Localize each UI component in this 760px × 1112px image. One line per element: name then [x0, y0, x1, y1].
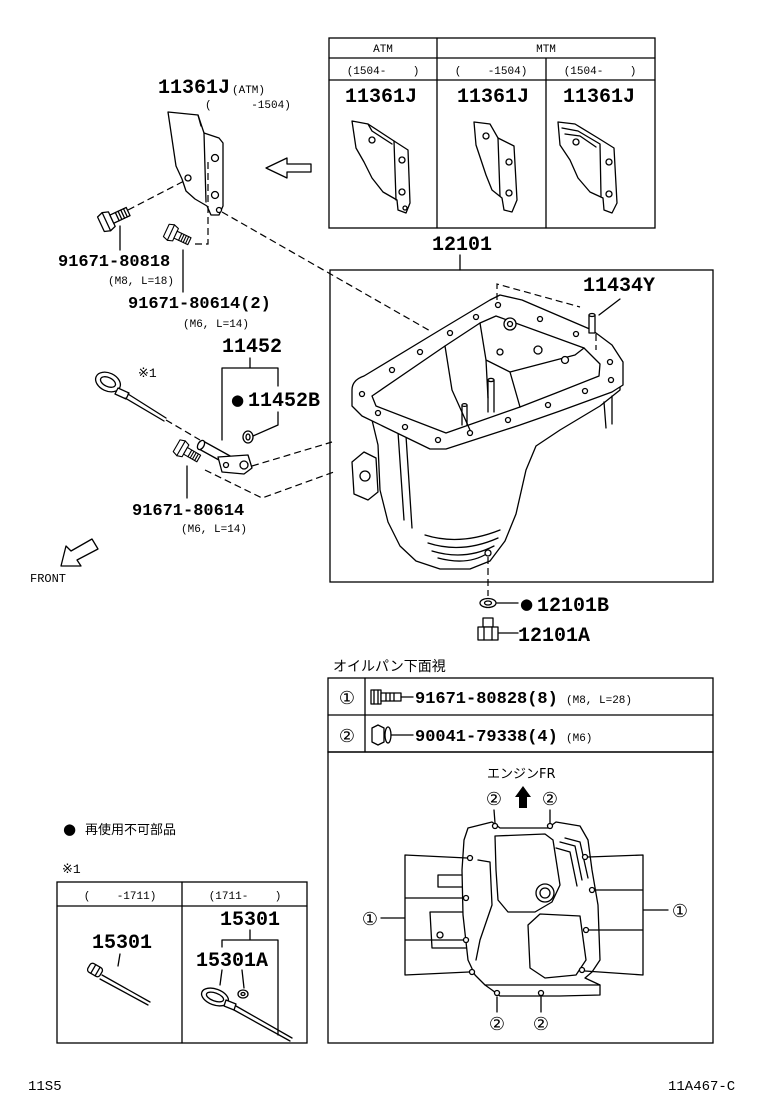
dipstick-guide-label: 11452	[222, 336, 282, 359]
drain-gasket-drawing	[479, 597, 497, 609]
guide-bolt-drawing	[172, 439, 202, 463]
dipstick-table-ref: ※1	[62, 862, 81, 877]
mark-left: ①	[362, 909, 378, 930]
oil-pan-cover-drawing	[167, 111, 224, 216]
cover-bolt-m6-spec: (M6, L=14)	[183, 319, 249, 331]
dipstick-right-leaders	[219, 929, 279, 1036]
drain-plug-label: 12101A	[518, 625, 590, 648]
fastener-part-2: 90041-79338(4)	[415, 728, 558, 747]
cover-bolt-m8-drawing	[96, 206, 131, 233]
straight-pin-label: 11434Y	[583, 275, 655, 298]
footer-right-code: 11A467-C	[668, 1079, 735, 1095]
cover-part-label: 11361J	[158, 77, 230, 100]
guide-bolt-spec: (M6, L=14)	[181, 524, 247, 536]
dipstick-o-ring-label: 15301A	[196, 950, 268, 973]
dipstick-left-leader	[117, 953, 121, 967]
straight-pin-leader	[598, 298, 621, 316]
dipstick-drawing	[94, 371, 167, 422]
cover-to-pan-dash	[221, 211, 433, 333]
cover-bolt-m6-drawing	[162, 223, 192, 246]
variant-table: ATM MTM (1504- ) ( -1504) (1504- ) 11361…	[328, 37, 656, 229]
dipstick-left-drawing	[86, 962, 151, 1006]
bolt-icon	[370, 689, 414, 705]
dipstick-table: ( -1711) (1711- ) 15301 15301 15301A	[56, 881, 308, 1044]
fastener-table: ① ② 91671-80828(8) (M8, L=28) 90041-7933…	[327, 677, 714, 753]
dipstick-range-1: ( -1711)	[84, 891, 157, 903]
variant-header-mtm: MTM	[536, 44, 556, 56]
mark-right: ①	[672, 901, 688, 922]
dipstick-o-ring-drawing	[237, 989, 249, 999]
nut-icon	[371, 724, 414, 746]
dipstick-range-2: (1711- )	[209, 891, 282, 903]
mark-top-right: ②	[542, 789, 558, 810]
dipstick-right-drawing	[200, 987, 293, 1042]
variant-header-atm: ATM	[373, 44, 393, 56]
cover-bolt-m6-dash	[192, 162, 209, 245]
engine-front-label: エンジンFR	[487, 767, 556, 782]
dipstick-ref-mark: ※1	[138, 366, 157, 381]
dipstick-dash	[165, 419, 201, 441]
dipstick-left-label: 15301	[92, 932, 152, 955]
cover-bolt-m8-dash	[127, 179, 187, 211]
variant-range-1: (1504- )	[347, 66, 420, 78]
cover-bolt-m8-spec: (M8, L=18)	[108, 276, 174, 288]
cover-variant-label: (ATM)	[232, 85, 265, 97]
guide-bolt-label: 91671-80614	[132, 502, 244, 521]
variant-arrow-icon	[265, 157, 312, 179]
bottom-view-title: オイルパン下面視	[333, 659, 446, 675]
fastener-spec-2: (M6)	[566, 733, 592, 745]
oil-pan-drawing	[351, 294, 624, 570]
cover-range-label: ( -1504)	[205, 100, 291, 112]
variant-range-3: (1504- )	[564, 66, 637, 78]
variant-cover-drawing-2	[473, 121, 518, 213]
mark-top-left: ②	[486, 789, 502, 810]
oil-pan-bottom-drawing	[429, 821, 601, 997]
dipstick-guide-drawing	[196, 439, 253, 475]
fastener-mark-1: ①	[339, 688, 355, 709]
guide-to-pan-dash	[204, 441, 335, 499]
oil-pan-frame	[329, 269, 714, 583]
variant-cover-drawing-1	[351, 120, 411, 214]
guide-o-ring-drawing	[242, 430, 254, 444]
bottom-view-frame	[327, 751, 714, 1044]
footer-left-code: 11S5	[28, 1079, 62, 1095]
fastener-spec-1: (M8, L=28)	[566, 695, 632, 707]
variant-range-2: ( -1504)	[455, 66, 528, 78]
dipstick-right-label: 15301	[220, 909, 280, 932]
legend-marker: ●	[63, 820, 76, 838]
front-arrow-icon	[60, 538, 99, 567]
mark-bottom-right: ②	[533, 1014, 549, 1035]
mark-bottom-left: ②	[489, 1014, 505, 1035]
fastener-part-1: 91671-80828(8)	[415, 690, 558, 709]
variant-part-3: 11361J	[563, 86, 635, 109]
variant-cover-drawing-3	[557, 121, 618, 214]
cover-bolt-m6-label: 91671-80614(2)	[128, 295, 271, 314]
straight-pin-drawing	[588, 312, 596, 334]
dipstick-guide-bracket	[221, 357, 279, 441]
cover-bolt-m8-label: 91671-80818	[58, 253, 170, 272]
oil-pan-label: 12101	[432, 234, 492, 257]
variant-part-1: 11361J	[345, 86, 417, 109]
fastener-mark-2: ②	[339, 726, 355, 747]
bottom-view-leaders	[380, 809, 669, 1013]
straight-pin-dash	[496, 283, 597, 350]
drain-gasket-marker: ●	[520, 595, 533, 613]
drain-plug-drawing	[477, 617, 499, 641]
engine-front-arrow-icon	[515, 786, 531, 808]
legend-text: 再使用不可部品	[85, 822, 176, 838]
guide-o-ring-marker: ●	[231, 391, 244, 409]
guide-o-ring-label: 11452B	[248, 390, 320, 413]
front-label: FRONT	[30, 572, 66, 586]
variant-part-2: 11361J	[457, 86, 529, 109]
drain-gasket-label: 12101B	[537, 595, 609, 618]
